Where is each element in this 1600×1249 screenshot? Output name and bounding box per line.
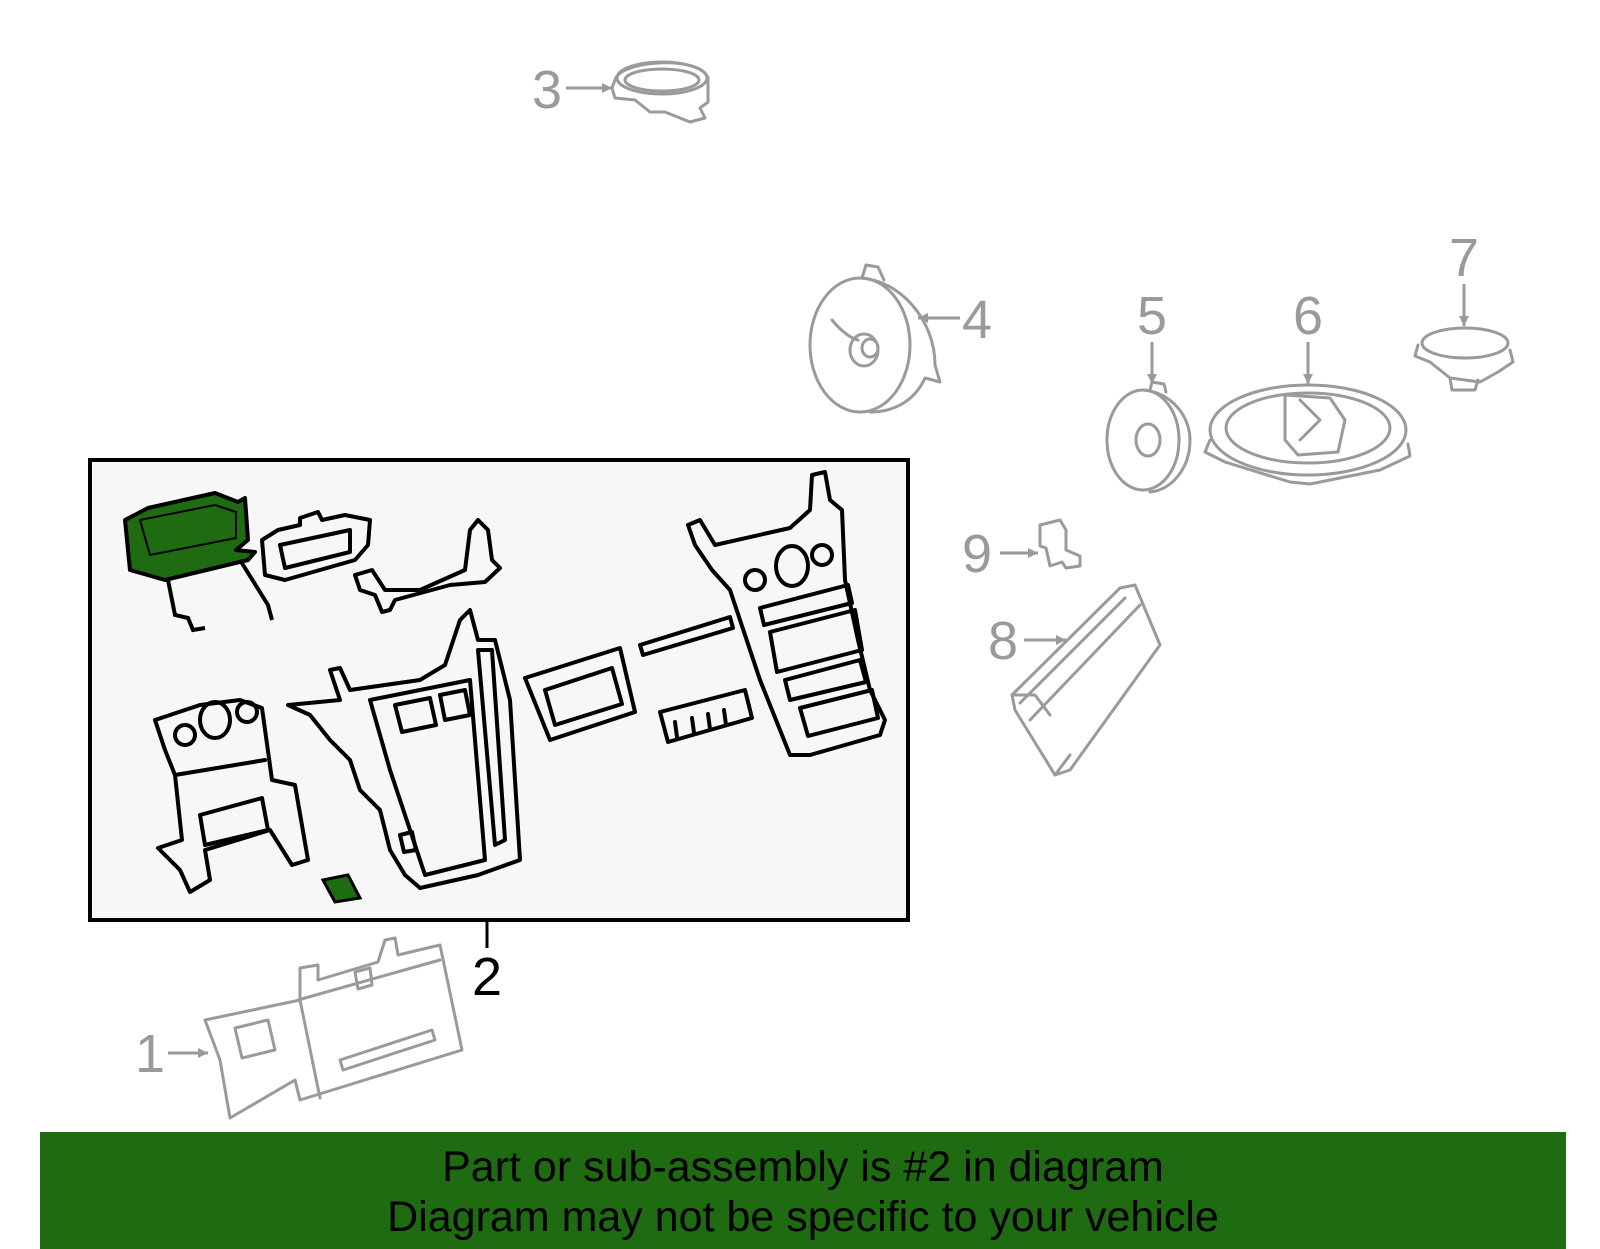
console-panel-center xyxy=(286,608,522,890)
part-4-speaker[interactable] xyxy=(808,263,942,414)
callout-7-arrow xyxy=(1459,316,1469,326)
display-screen-panel xyxy=(523,646,637,742)
callout-3-arrow xyxy=(602,83,612,93)
callout-6-arrow xyxy=(1303,374,1313,384)
trim-bezel-small xyxy=(260,510,372,582)
banner-line-2: Diagram may not be specific to your vehi… xyxy=(387,1193,1219,1241)
callout-2: 2 xyxy=(472,947,502,1007)
info-banner: Part or sub-assembly is #2 in diagram Di… xyxy=(40,1132,1566,1249)
callout-4-arrow xyxy=(918,313,928,323)
display-unit-highlighted[interactable] xyxy=(123,491,274,633)
trim-strip-thin xyxy=(638,615,735,657)
console-faceplate-right xyxy=(686,470,887,757)
callout-5-arrow xyxy=(1147,374,1157,384)
part-6-subwoofer[interactable] xyxy=(1203,383,1412,486)
clip-highlighted[interactable] xyxy=(320,873,363,904)
callout-9: 9 xyxy=(962,524,992,584)
part-7-speaker-ring[interactable] xyxy=(1413,326,1515,392)
callout-7: 7 xyxy=(1449,228,1479,288)
part-9-sensor[interactable] xyxy=(1038,518,1082,570)
part-3-speaker-ring[interactable] xyxy=(610,60,710,124)
part-5-speaker[interactable] xyxy=(1105,380,1192,494)
callout-8: 8 xyxy=(988,611,1018,671)
part-1-radio-receiver[interactable] xyxy=(203,936,464,1120)
callout-6: 6 xyxy=(1293,286,1323,346)
control-button-panel xyxy=(658,688,754,744)
console-panel-left xyxy=(153,698,310,894)
part-8-module[interactable] xyxy=(1010,583,1162,777)
banner-line-1: Part or sub-assembly is #2 in diagram xyxy=(442,1143,1164,1191)
callout-9-arrow xyxy=(1028,548,1038,558)
callout-4: 4 xyxy=(962,290,992,350)
callout-3: 3 xyxy=(532,60,562,120)
callout-1-arrow xyxy=(198,1048,208,1058)
callout-1: 1 xyxy=(135,1024,165,1084)
trim-curved-strip xyxy=(353,518,502,614)
callout-5: 5 xyxy=(1137,286,1167,346)
callout-8-arrow xyxy=(1056,635,1066,645)
